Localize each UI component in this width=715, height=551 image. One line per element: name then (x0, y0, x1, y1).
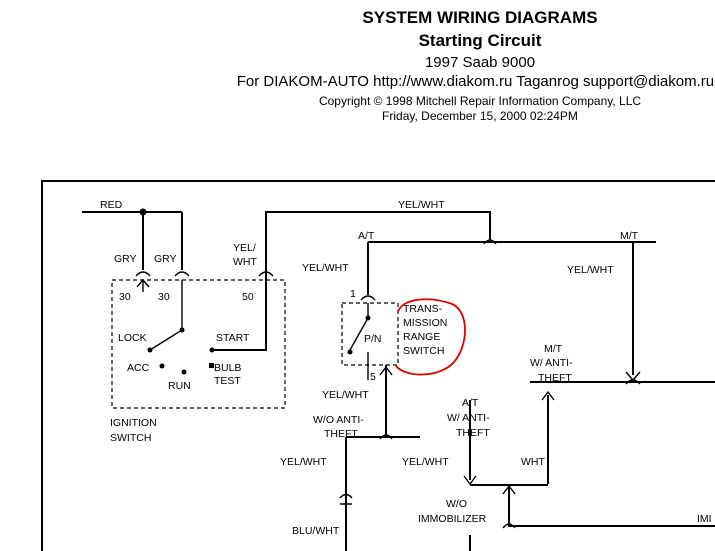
opt-mt-anti-2: W/ ANTI- (530, 357, 573, 369)
pivot (179, 327, 185, 333)
trs-label-2: MISSION (403, 317, 447, 329)
arrow-30a (136, 278, 150, 288)
connector-30b (174, 271, 190, 277)
ignition-switch-label-2: SWITCH (110, 432, 151, 444)
wire-label-yel-wht-right: YEL/WHT (567, 264, 614, 276)
trs-box (341, 302, 399, 366)
contact-bulb-test (209, 363, 214, 368)
contact-run (181, 369, 187, 375)
opt-mt-anti-3: THEFT (538, 372, 572, 384)
opt-at-anti-2: W/ ANTI- (447, 412, 490, 424)
connector-30a (135, 271, 151, 277)
pos-acc: ACC (127, 362, 150, 374)
wire-label-yel-wht-below: YEL/WHT (322, 389, 369, 401)
trs-label-3: RANGE (403, 331, 440, 343)
opt-wo-anti-2: THEFT (324, 428, 358, 440)
opt-at-anti-3: THEFT (456, 427, 490, 439)
wire-label-yel-1: YEL/ (233, 242, 256, 254)
ignition-switch-box (111, 279, 286, 409)
opt-immob-cut: IMI (697, 513, 712, 525)
opt-at-anti-1: A/T (462, 397, 479, 409)
trs-pn-label: P/N (364, 333, 382, 345)
opt-mt-anti-1: M/T (544, 343, 563, 355)
page-title: SYSTEM WIRING DIAGRAMS (362, 8, 598, 27)
trs-pin-5: 5 (370, 371, 376, 383)
trs-pin-1: 1 (350, 288, 356, 300)
diagram-subtitle: Starting Circuit (418, 31, 542, 50)
wire-label-yel-wht-left: YEL/WHT (280, 456, 327, 468)
wire-label-yel-wht-mid: YEL/WHT (402, 456, 449, 468)
connector-wo-anti (379, 434, 393, 440)
arrow-wht (541, 390, 555, 401)
wire-immobilizer (508, 485, 715, 527)
diagram-frame (41, 180, 715, 551)
opt-wo-immob-1: W/O (446, 498, 467, 510)
wire-label-wht: WHT (521, 456, 545, 468)
opt-wo-immob-2: IMMOBILIZER (418, 513, 487, 525)
wire-yel-wht-start (212, 211, 491, 351)
connector-immob (502, 523, 516, 529)
pin-30b: 30 (158, 291, 170, 303)
pos-bulb: BULB (214, 362, 241, 374)
pos-start: START (216, 332, 250, 344)
trs-label-1: TRANS- (403, 303, 443, 315)
wire-label-gry-1: GRY (114, 253, 137, 265)
arrow-trs-out (379, 365, 393, 376)
annotation-circle (395, 298, 466, 376)
pin-50: 50 (242, 291, 254, 303)
wire-label-blu-wht: BLU/WHT (292, 525, 340, 537)
connector-blu (339, 493, 353, 505)
wire-label-wht-1: WHT (233, 256, 257, 268)
wire-label-gry-2: GRY (154, 253, 177, 265)
copyright-line: Copyright © 1998 Mitchell Repair Informa… (318, 94, 642, 108)
pos-run: RUN (168, 380, 191, 392)
opt-wo-anti-1: W/O ANTI- (313, 414, 364, 426)
wire-label-red: RED (100, 199, 123, 211)
ignition-switch-label-1: IGNITION (110, 417, 157, 429)
timestamp-line: Friday, December 15, 2000 02:24PM (382, 109, 578, 123)
wire-label-yel-wht-top: YEL/WHT (398, 199, 445, 211)
pin-30a: 30 (119, 291, 131, 303)
trs-pivot (365, 315, 371, 321)
connector-split (483, 239, 497, 245)
connector-trs-1 (360, 295, 376, 301)
contact-acc (159, 363, 165, 369)
wire-label-mt: M/T (620, 230, 639, 242)
trs-label-4: SWITCH (403, 345, 444, 357)
wire-label-yel-wht-trs: YEL/WHT (302, 262, 349, 274)
switch-blade (149, 329, 183, 351)
connector-mt-anti (625, 379, 641, 385)
source-line: For DIAKOM-AUTO http://www.diakom.ru Tag… (236, 73, 715, 90)
switch-internal (142, 280, 183, 330)
trs-contact (347, 349, 353, 355)
vehicle-label: 1997 Saab 9000 (424, 54, 536, 71)
contact-lock (147, 347, 153, 353)
wire-label-at: A/T (358, 230, 375, 242)
pos-lock: LOCK (118, 332, 147, 344)
pos-test: TEST (214, 375, 241, 387)
